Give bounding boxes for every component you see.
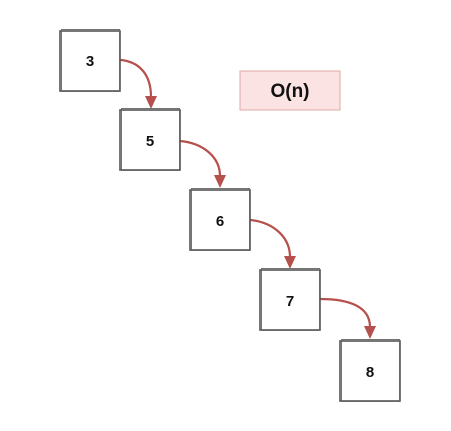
node-box bbox=[119, 109, 181, 171]
arrow-head-icon bbox=[284, 256, 296, 269]
arrow-7-to-8 bbox=[318, 297, 376, 339]
node-value: 6 bbox=[216, 213, 224, 230]
complexity-label: O(n) bbox=[270, 81, 309, 102]
node-value: 3 bbox=[86, 53, 94, 70]
arrow-curve bbox=[318, 297, 372, 329]
node-box-outline bbox=[121, 108, 180, 171]
node-box-outline bbox=[261, 268, 320, 331]
node-value: 5 bbox=[146, 133, 154, 150]
arrow-curve bbox=[248, 218, 292, 259]
node-box-outline bbox=[341, 339, 400, 402]
complexity-badge-box bbox=[239, 70, 341, 111]
list-node-1: 3 bbox=[59, 29, 121, 92]
arrow-5-to-6 bbox=[178, 139, 226, 188]
list-node-5: 8 bbox=[339, 339, 401, 402]
node-box bbox=[189, 189, 251, 251]
list-node-2: 5 bbox=[119, 108, 181, 171]
arrow-6-to-7 bbox=[248, 218, 296, 269]
node-box bbox=[59, 30, 121, 92]
node-box bbox=[339, 340, 401, 402]
list-node-4: 7 bbox=[259, 268, 321, 331]
arrow-curve bbox=[178, 139, 222, 178]
node-value: 7 bbox=[286, 293, 294, 310]
arrow-head-icon bbox=[214, 175, 226, 188]
complexity-badge: O(n) bbox=[239, 70, 341, 111]
list-node-3: 6 bbox=[189, 188, 251, 251]
arrow-head-icon bbox=[364, 326, 376, 339]
arrow-head-icon bbox=[145, 96, 157, 109]
arrow-3-to-5 bbox=[119, 58, 157, 109]
node-box-outline bbox=[191, 188, 250, 251]
arrow-curve bbox=[119, 58, 153, 99]
node-value: 8 bbox=[366, 364, 374, 381]
node-box bbox=[259, 269, 321, 331]
node-box-outline bbox=[61, 29, 120, 92]
